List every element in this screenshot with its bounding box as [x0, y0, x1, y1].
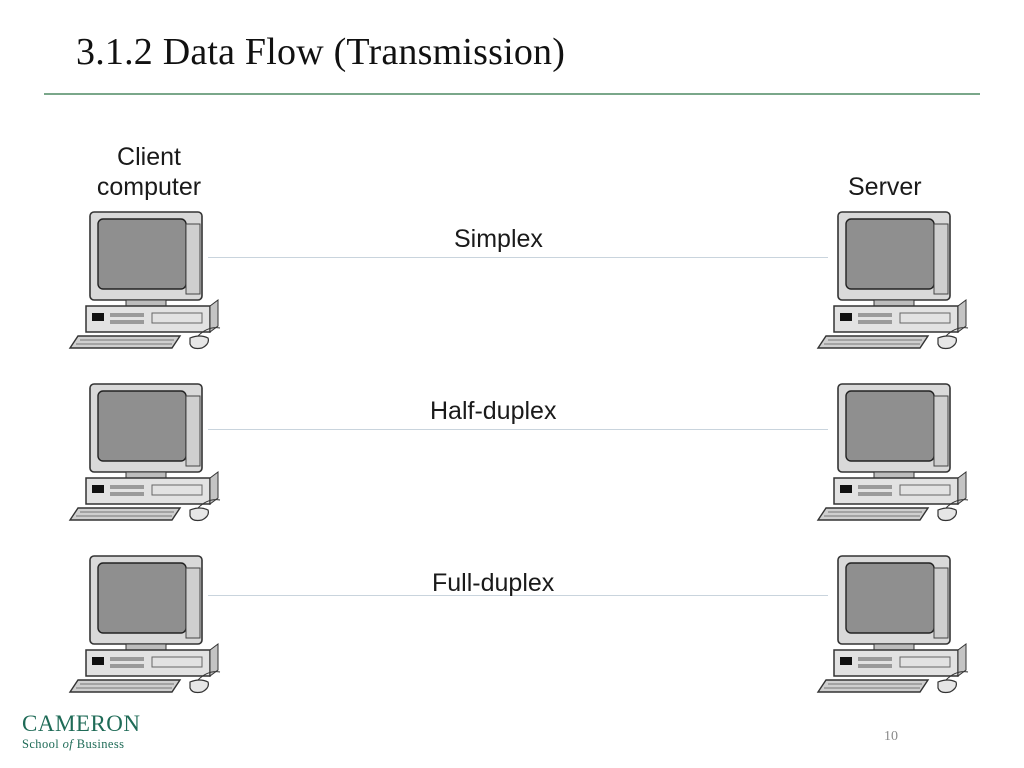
logo-name: CAMERON	[22, 711, 141, 736]
half-duplex-link-line	[208, 429, 828, 430]
server-computer-icon	[816, 382, 976, 522]
logo-school-line: School of Business	[22, 736, 141, 752]
logo-of: of	[62, 737, 74, 751]
simplex-label: Simplex	[454, 225, 543, 253]
client-computer-icon	[68, 210, 228, 350]
cameron-logo: CAMERON School of Business	[22, 712, 141, 752]
client-computer-icon	[68, 554, 228, 694]
simplex-link-line	[208, 257, 828, 258]
client-label-line2: computer	[96, 173, 202, 201]
client-label-line1: Client	[117, 143, 181, 171]
title-divider	[44, 93, 980, 95]
logo-business: Business	[76, 737, 125, 751]
client-computer-icon	[68, 382, 228, 522]
server-computer-icon	[816, 210, 976, 350]
full-duplex-label: Full-duplex	[432, 569, 555, 597]
slide-title: 3.1.2 Data Flow (Transmission)	[76, 31, 566, 73]
server-computer-icon	[816, 554, 976, 694]
full-duplex-link-line	[208, 595, 828, 596]
half-duplex-label: Half-duplex	[430, 397, 557, 425]
page-number: 10	[884, 729, 898, 744]
logo-school: School	[22, 737, 60, 751]
server-label: Server	[848, 173, 922, 201]
client-label: Client computer	[76, 142, 222, 202]
